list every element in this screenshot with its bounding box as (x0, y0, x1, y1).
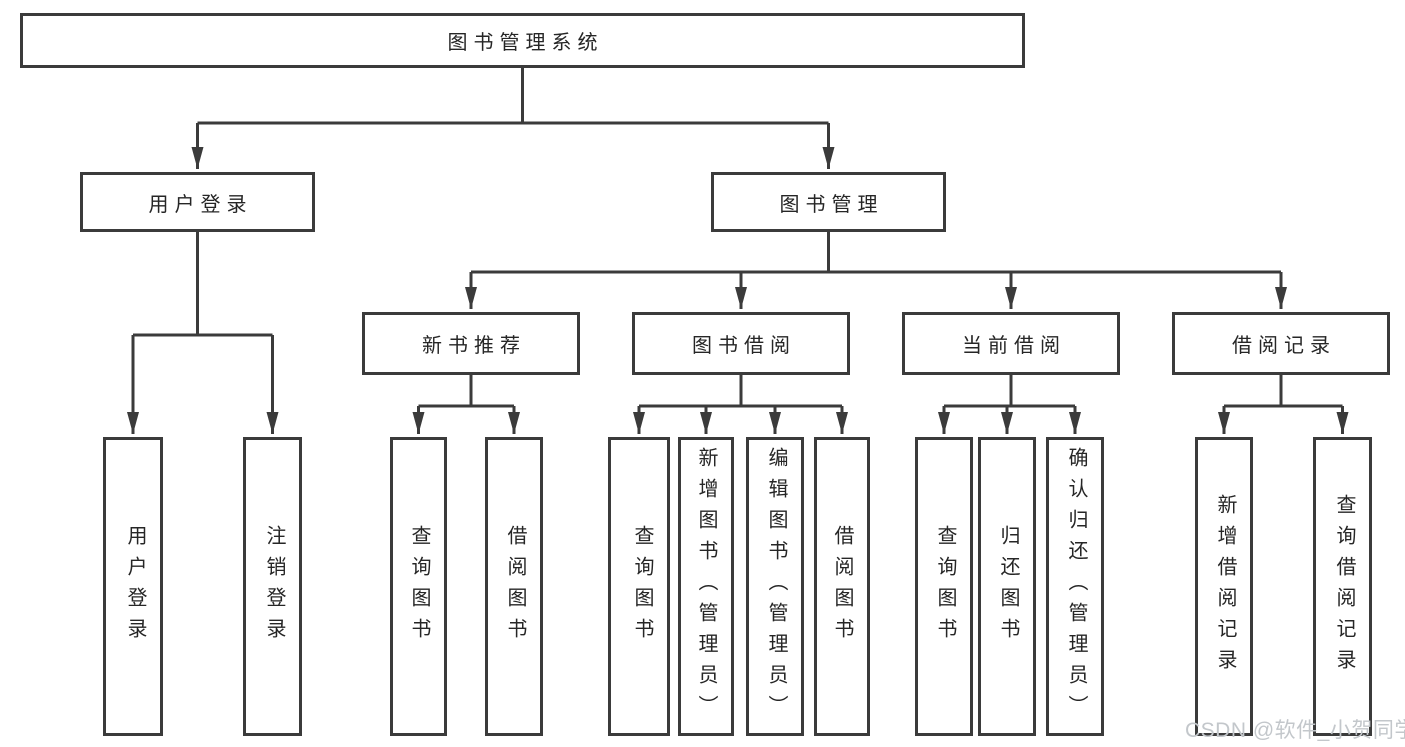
node-book-management: 图书管理 (711, 172, 946, 232)
leaf-borrowing-borrow-books: 借阅图书 (814, 437, 870, 736)
node-book-borrowing: 图书借阅 (632, 312, 850, 375)
leaf-current-return-books: 归还图书 (978, 437, 1036, 736)
node-new-book-recommendation: 新书推荐 (362, 312, 580, 375)
node-library-management-system: 图书管理系统 (20, 13, 1025, 68)
leaf-recommend-query-books: 查询图书 (390, 437, 447, 736)
leaf-borrowing-query-books: 查询图书 (608, 437, 670, 736)
leaf-user-login: 用户登录 (103, 437, 163, 736)
connector-recommend-distributor (418, 374, 514, 408)
connector-book-management-distributor (471, 232, 1281, 274)
connector-current-distributor (944, 374, 1075, 408)
leaf-recommend-borrow-books: 借阅图书 (485, 437, 543, 736)
csdn-watermark: CSDN @软件_小贺同学 (1185, 719, 1405, 742)
leaf-logout-login: 注销登录 (243, 437, 302, 736)
node-borrowing-records: 借阅记录 (1172, 312, 1390, 375)
leaf-records-query-borrow-record: 查询借阅记录 (1313, 437, 1372, 736)
node-user-login: 用户登录 (80, 172, 315, 232)
leaf-current-confirm-return-admin: 确认归还（管理员） (1046, 437, 1104, 736)
connector-borrowing-distributor (639, 374, 842, 408)
connector-user-login-distributor (133, 232, 273, 337)
leaf-current-query-books: 查询图书 (915, 437, 973, 736)
leaf-records-add-borrow-record: 新增借阅记录 (1195, 437, 1253, 736)
connector-records-distributor (1224, 374, 1343, 408)
leaf-borrowing-add-books-admin: 新增图书（管理员） (678, 437, 734, 736)
leaf-borrowing-edit-books-admin: 编辑图书（管理员） (746, 437, 804, 736)
connector-root-distributor (197, 68, 829, 125)
node-current-borrowing: 当前借阅 (902, 312, 1120, 375)
